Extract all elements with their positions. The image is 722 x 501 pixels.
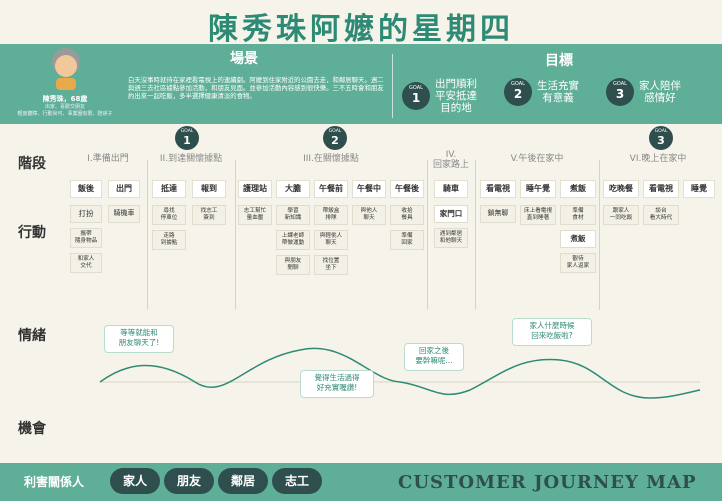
action-box: 午餐前 [314, 180, 348, 198]
emotion-bubble: 家人什麼時候 回來吃飯啦? [512, 318, 592, 346]
avatar [52, 48, 80, 90]
stage-divider [235, 160, 236, 310]
sub-action: 打扮 [70, 205, 102, 223]
sub-action: 志工幫忙 量血壓 [238, 205, 272, 225]
action-box: 騎車 [434, 180, 468, 198]
sub-action: 與輕佻人 聊天 [314, 230, 348, 250]
stakeholder-pill-family: 家人 [110, 468, 160, 494]
goal-2-text: 生活充實 有意義 [537, 80, 579, 104]
row-label-action: 行動 [18, 225, 46, 241]
row-label-opportunity: 機會 [18, 421, 46, 437]
row-label-stage: 階段 [18, 156, 46, 172]
stakeholder-pill-friends: 朋友 [164, 468, 214, 494]
sub-action: 找志工 簽到 [192, 205, 226, 225]
persona-sub2: 輕度聽障、行動尚可、事業圈有限、陪孫子 [17, 111, 113, 117]
emotion-bubble: 等等就能和 朋友聊天了! [104, 325, 174, 353]
page-title: 陳秀珠阿嬤的星期四 [208, 12, 514, 47]
stage-divider [147, 160, 148, 310]
action-box: 出門 [108, 180, 140, 198]
stage-6: VI.晚上在家中 [629, 154, 687, 164]
emotion-curve [99, 347, 701, 399]
stage-1: I.準備出門 [87, 154, 129, 164]
action-box: 飯後 [70, 180, 102, 198]
stage-2: II.到達關懷據點 [159, 154, 223, 164]
stage-5: V.午後在家中 [510, 154, 564, 164]
sub-action: 攜帶 隨身物品 [70, 228, 102, 248]
sub-action: 學習 新知識 [276, 205, 310, 225]
header-band: 陳秀珠，68歲 出家、喜歡交朋友 輕度聽障、行動尚可、事業圈有限、陪孫子 場景 … [0, 44, 722, 124]
sub-action: 談台 看大時代 [643, 205, 679, 225]
action-box: 吃晚餐 [603, 180, 639, 198]
sub-action: 尋找 停車位 [152, 205, 186, 225]
stakeholder-pill-neighbors: 鄰居 [218, 468, 268, 494]
sub-action: 家門口 [434, 205, 468, 223]
goal-1-text: 出門順利 平安抵達 目的地 [435, 78, 477, 114]
row-label-emotion: 情緒 [18, 328, 46, 344]
stage-4: IV. 回家路上 [432, 150, 469, 170]
action-box: 煮飯 [560, 180, 596, 198]
stakeholders-label: 利害關係人 [24, 475, 85, 489]
sub-action: 觀待 家人返家 [560, 253, 596, 273]
sub-action: 準備 食材 [560, 205, 596, 225]
header-divider [392, 54, 393, 118]
action-box: 護理站 [238, 180, 272, 198]
sub-action: 鎖無聊 [480, 205, 516, 223]
stage-divider [475, 160, 476, 310]
goal-3-text: 家人陪伴 感情好 [639, 80, 681, 104]
sub-action: 煮飯 [560, 230, 596, 248]
action-box: 看電視 [480, 180, 516, 198]
sub-action: 收拾 餐具 [390, 205, 424, 225]
sub-action: 與朋友 閒聊 [276, 255, 310, 275]
action-box: 睡午覺 [520, 180, 556, 198]
emotion-bubble: 覺得生活過得 好充實喔讚! [300, 370, 374, 398]
scene-text: 白天沒事時就待在家裡看電視上的連續劇。阿嬤到住家附近的公園去走，和鄰居聊天。週二… [128, 76, 384, 100]
action-box: 報到 [192, 180, 226, 198]
action-box: 大膽 [276, 180, 310, 198]
action-box: 抵達 [152, 180, 186, 198]
emotion-bubble: 回家之後 要幹嘛呢... [404, 343, 464, 371]
emotion-line [99, 347, 701, 399]
action-box: 睡覺 [683, 180, 715, 198]
sub-action: 上課老師 帶做運動 [276, 230, 310, 250]
scene-title: 場景 [230, 51, 258, 67]
stakeholder-pill-volunteers: 志工 [272, 468, 322, 494]
sub-action: 找位置 坐下 [314, 255, 348, 275]
goals-title: 目標 [545, 53, 573, 69]
sub-action: 與他人 聊天 [352, 205, 386, 225]
action-box: 午餐中 [352, 180, 386, 198]
footer-band: 利害關係人 家人 朋友 鄰居 志工 CUSTOMER JOURNEY MAP [0, 463, 722, 501]
persona-name: 陳秀珠，68歲 [42, 95, 88, 103]
stage-divider [427, 160, 428, 310]
action-box: 看電視 [643, 180, 679, 198]
brand-title: CUSTOMER JOURNEY MAP [398, 472, 697, 493]
stage-divider [599, 160, 600, 310]
action-box: 午餐後 [390, 180, 424, 198]
sub-action: 走路 到據點 [152, 230, 186, 250]
sub-action: 跟家人 一同吃飯 [603, 205, 639, 225]
sub-action: 床上看電視 直到睡著 [520, 205, 556, 225]
persona-card: 陳秀珠，68歲 出家、喜歡交朋友 輕度聽障、行動尚可、事業圈有限、陪孫子 [10, 44, 120, 124]
sub-action: 準備 回家 [390, 230, 424, 250]
persona-sub: 出家、喜歡交朋友 [44, 104, 85, 110]
sub-action: 遇到鄰居 和他聊天 [434, 228, 468, 248]
stage-3: III.在關懷據點 [303, 154, 359, 164]
sub-action: 帶飯盒 排隊 [314, 205, 348, 225]
sub-action: 和家人 交代 [70, 253, 102, 273]
sub-action: 騎機車 [108, 205, 140, 223]
